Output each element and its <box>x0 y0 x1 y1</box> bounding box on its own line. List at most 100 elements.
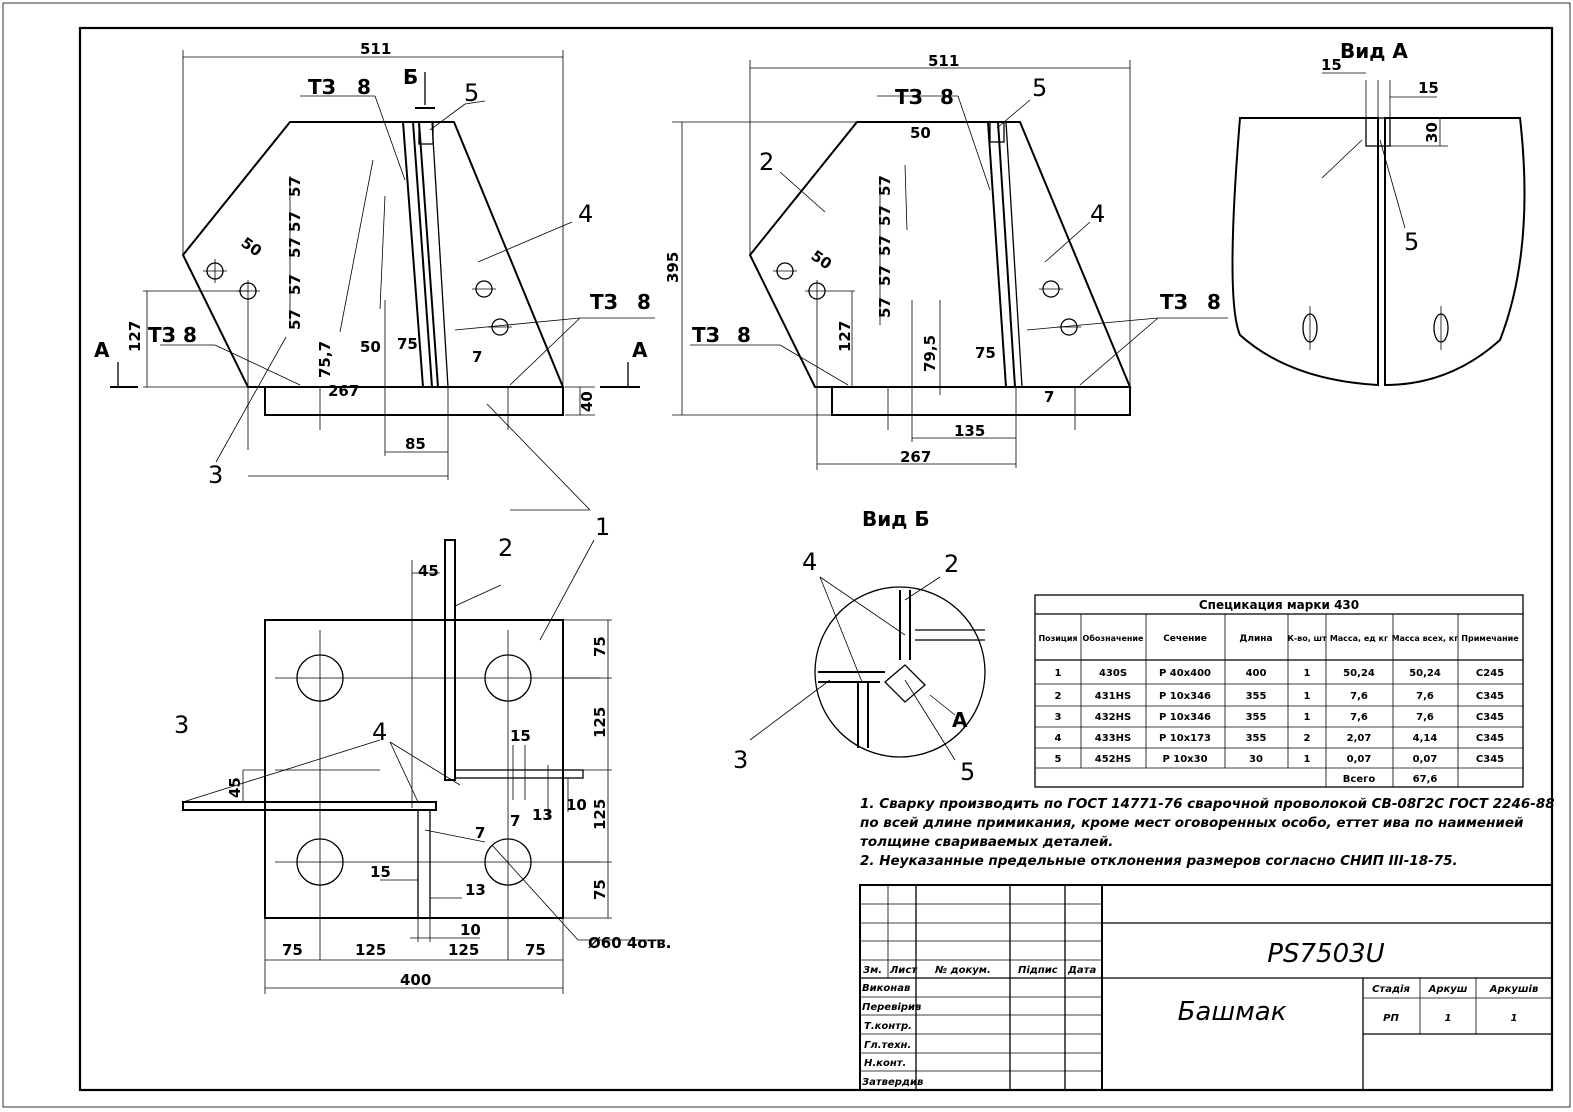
dim-30: 30 <box>1423 122 1441 143</box>
spec-cell: 400 <box>1246 668 1267 679</box>
spec-cell: 0,07 <box>1413 754 1438 765</box>
dim-75-plan: 75 <box>591 636 609 657</box>
spec-header: Масса, ед кг <box>1330 634 1388 643</box>
note-line: толщине свариваемых деталей. <box>860 834 1113 850</box>
position-4: 4 <box>1090 200 1105 228</box>
spec-cell: 2 <box>1304 733 1311 744</box>
spec-cell: 50,24 <box>1343 668 1375 679</box>
dim-7-plan: 7 <box>475 824 485 842</box>
dim-50-hole-side: 50 <box>808 247 835 274</box>
weld-label: ТЗ <box>895 85 923 109</box>
tb-sheet: 1 <box>1445 1013 1452 1024</box>
dim-57-side: 57 <box>876 205 894 226</box>
position-4: 4 <box>372 718 387 746</box>
inner-frame <box>78 26 1554 1092</box>
dim-267-front: 267 <box>328 382 359 400</box>
spec-header: К-во, шт <box>1287 634 1327 643</box>
spec-cell: 0,07 <box>1347 754 1372 765</box>
side-gusset-outline <box>748 121 1132 388</box>
view-a <box>1231 72 1526 387</box>
dim-135: 135 <box>954 422 985 440</box>
spec-cell: 30 <box>1249 754 1263 765</box>
spec-cell: 355 <box>1246 733 1267 744</box>
spec-cell: 433HS <box>1095 733 1131 744</box>
spec-header: Примечание <box>1461 634 1519 643</box>
spec-cell: 430S <box>1099 668 1127 679</box>
position-5: 5 <box>960 758 975 786</box>
spec-cell: C345 <box>1476 733 1504 744</box>
section-mark-right: А <box>632 338 648 362</box>
position-3: 3 <box>733 746 748 774</box>
dim-75-bottom: 75 <box>525 941 546 959</box>
dim-10-bottom: 10 <box>460 921 481 939</box>
tb-sheets-label: Аркушів <box>1489 984 1539 995</box>
dim-511-side: 511 <box>928 52 959 70</box>
tb-role: Н.конт. <box>864 1058 906 1069</box>
weld-size: 8 <box>357 75 371 99</box>
spec-cell: 432HS <box>1095 712 1131 723</box>
dim-125-plan: 125 <box>591 799 609 830</box>
spec-cell: 7,6 <box>1416 712 1434 723</box>
tb-sheets: 1 <box>1511 1013 1518 1024</box>
spec-cell: C345 <box>1476 754 1504 765</box>
weld-size: 8 <box>183 323 197 347</box>
position-2: 2 <box>759 148 774 176</box>
spec-cell: P 10x346 <box>1159 712 1211 723</box>
weld-size: 8 <box>1207 290 1221 314</box>
dim-7-front: 7 <box>472 348 482 366</box>
drawing-name: Башмак <box>1178 997 1287 1027</box>
holes-callout: Ø60 4отв. <box>588 934 671 952</box>
spec-header: Обозначение <box>1083 633 1145 643</box>
spec-cell: 2 <box>1055 691 1062 702</box>
spec-cell: C345 <box>1476 691 1504 702</box>
spec-cell: 355 <box>1246 691 1267 702</box>
dim-127-side: 127 <box>836 321 854 352</box>
view-b-title: Вид Б <box>862 507 930 531</box>
dim-511-front: 511 <box>360 40 391 58</box>
dim-13-plan: 13 <box>465 881 486 899</box>
spec-cell: 7,6 <box>1350 712 1368 723</box>
spec-title: Специкация марки 430 <box>1199 598 1359 612</box>
tb-col-header: Дата <box>1067 965 1096 976</box>
dim-50-side: 50 <box>910 124 931 142</box>
weld-size: 8 <box>637 290 651 314</box>
dim-40: 40 <box>578 391 596 412</box>
position-3: 3 <box>174 711 189 739</box>
dim-75-front: 75 <box>397 335 418 353</box>
position-2: 2 <box>944 550 959 578</box>
position-3: 3 <box>208 461 223 489</box>
dim-57-front: 57 <box>286 274 304 295</box>
dim-57-front: 57 <box>286 237 304 258</box>
weld-label: ТЗ <box>148 323 176 347</box>
plan-view <box>182 539 665 994</box>
dim-15-left: 15 <box>1321 56 1342 74</box>
spec-total-value: 67,6 <box>1413 774 1438 785</box>
front-gusset-outline <box>181 121 565 388</box>
tb-stage-label: Стадія <box>1372 984 1410 995</box>
side-base-plate <box>831 386 1131 416</box>
note-line: по всей длине примикания, кроме мест ого… <box>860 815 1524 831</box>
note-line: 1. Сварку производить по ГОСТ 14771-76 с… <box>860 796 1555 812</box>
position-4: 4 <box>802 548 817 576</box>
spec-cell: 4 <box>1055 733 1062 744</box>
dim-75-side: 75 <box>975 344 996 362</box>
weld-label: ТЗ <box>308 75 336 99</box>
dim-7-side: 7 <box>1044 388 1054 406</box>
spec-total-label: Всего <box>1343 774 1376 785</box>
dim-45-left: 45 <box>226 777 244 798</box>
spec-cell: C345 <box>1476 712 1504 723</box>
tb-col-header: Підпис <box>1018 965 1058 976</box>
view-a-mark: А <box>952 708 968 732</box>
spec-cell: 7,6 <box>1350 691 1368 702</box>
tb-col-header: № докум. <box>934 965 991 976</box>
dim-57-front: 57 <box>286 211 304 232</box>
view-mark-b: Б <box>403 65 418 89</box>
dim-127-front: 127 <box>126 321 144 352</box>
plan-base-plate <box>264 619 564 919</box>
spec-cell: P 10x30 <box>1162 754 1207 765</box>
position-5: 5 <box>1404 228 1419 256</box>
position-4: 4 <box>578 200 593 228</box>
weld-label: ТЗ <box>590 290 618 314</box>
tb-role: Т.контр. <box>864 1021 912 1032</box>
tb-col-header: Лист <box>889 965 918 976</box>
